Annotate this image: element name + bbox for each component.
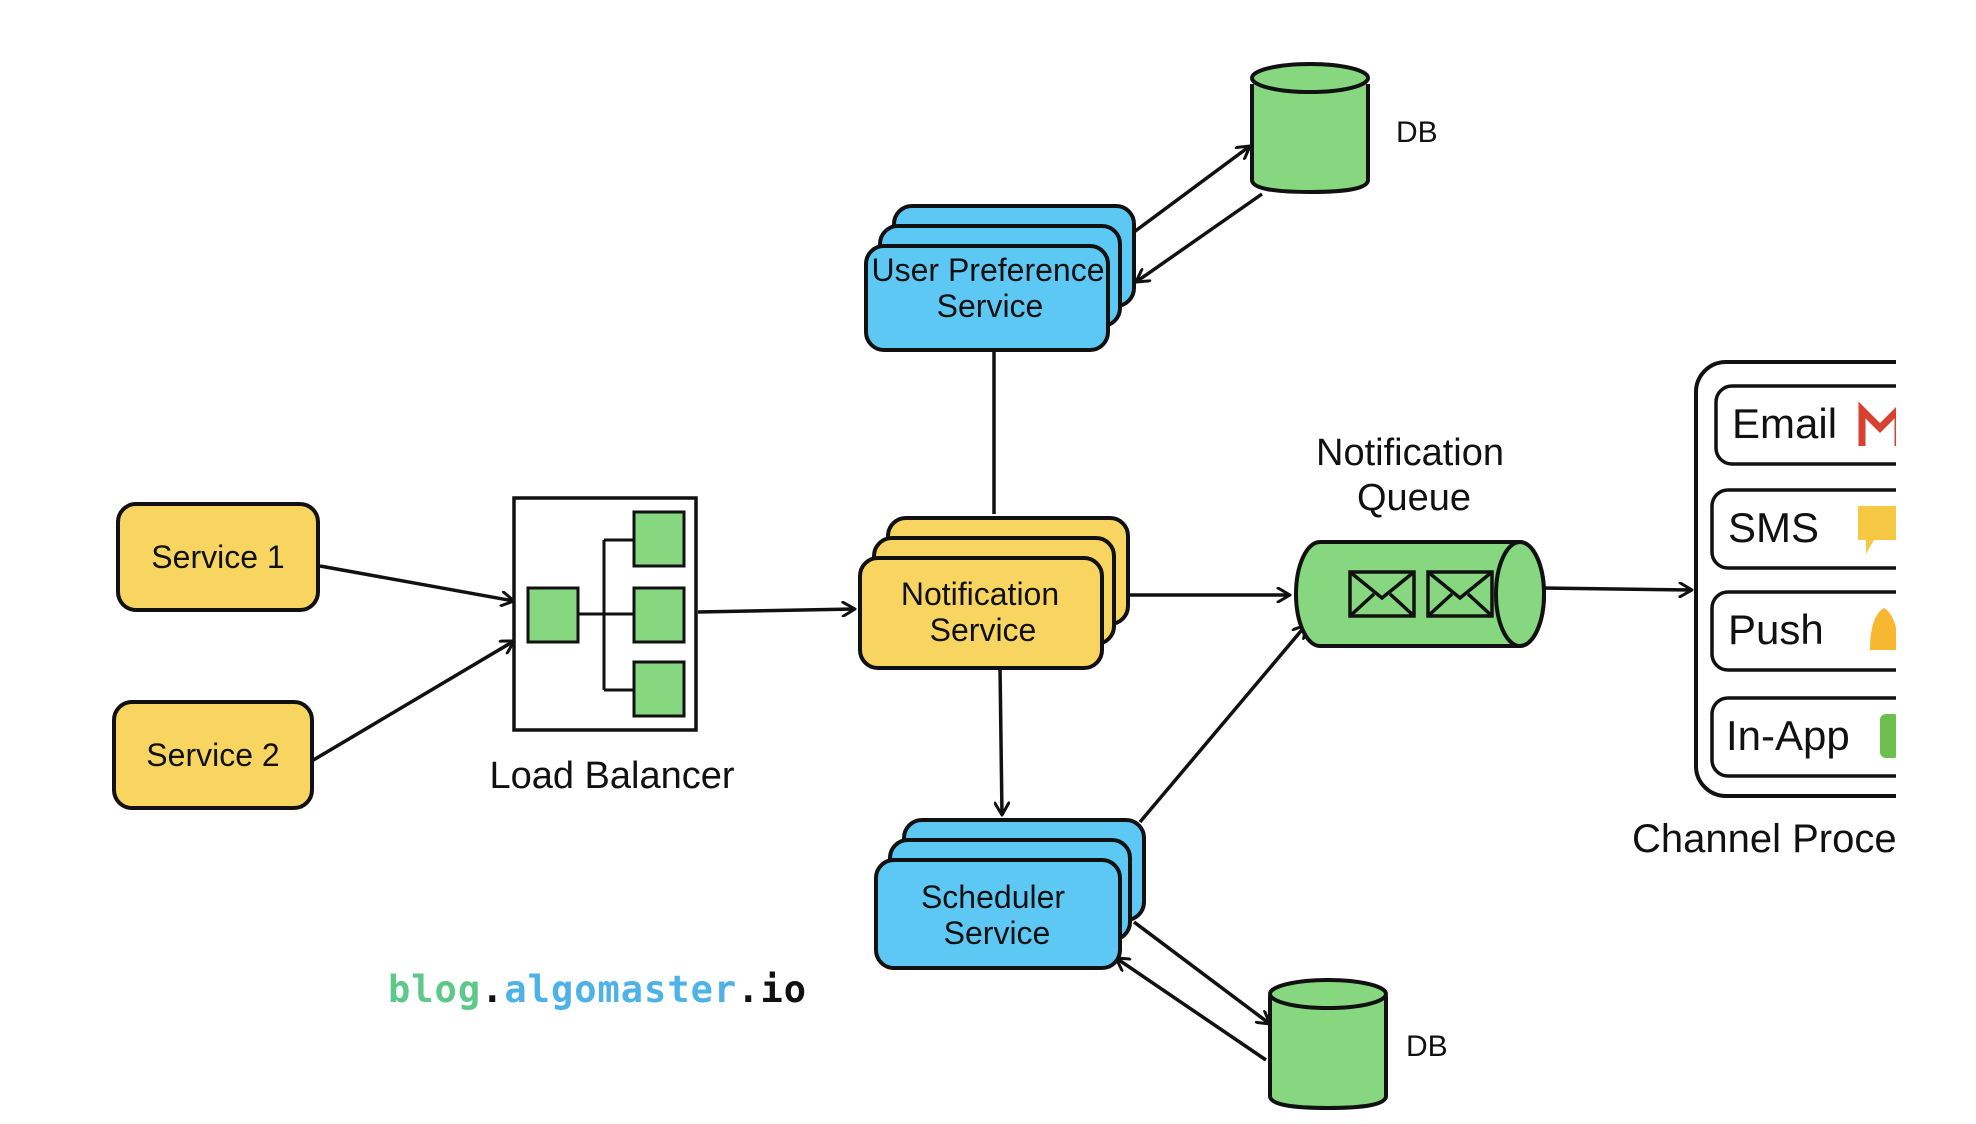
user-preference-label-line1: User Preference: [872, 252, 1105, 288]
channel-sms: SMS: [1710, 488, 1896, 570]
database-top: DB: [1250, 62, 1438, 195]
notification-queue-node: Notification Queue: [1294, 432, 1546, 648]
channel-push-label: Push: [1728, 606, 1824, 653]
scheduler-label-line1: Scheduler: [921, 879, 1065, 915]
arrow-userpref-to-db: [1132, 146, 1250, 234]
channel-in-app: In-App: [1710, 696, 1896, 778]
queue-label-line2: Queue: [1357, 477, 1471, 519]
channel-in-app-label: In-App: [1726, 712, 1850, 759]
envelope-icon: [1348, 570, 1416, 618]
service-2-label: Service 2: [146, 737, 279, 773]
arrow-service1-to-lb: [319, 564, 514, 601]
scheduler-service-node: Scheduler Service: [874, 818, 1146, 970]
bell-icon: [1870, 608, 1896, 650]
load-balancer-label: Load Balancer: [489, 755, 734, 797]
channel-processors-label: Channel Proce: [1632, 817, 1897, 861]
notification-service-label-line1: Notification: [901, 576, 1059, 612]
arrow-db-to-userpref: [1136, 192, 1264, 282]
watermark-algomaster: algomaster: [504, 968, 738, 1011]
envelope-icon: [1426, 570, 1494, 618]
arrow-service2-to-lb: [309, 639, 514, 764]
scheduler-label-line2: Service: [944, 915, 1051, 951]
arrow-scheduler-to-queue: [1138, 625, 1306, 824]
watermark-dot: .: [737, 968, 761, 1011]
watermark-blog: blog: [388, 968, 482, 1011]
gmail-icon: [1858, 401, 1896, 446]
service-1-label: Service 1: [151, 539, 284, 575]
service-1-node: Service 1: [116, 502, 320, 612]
channel-processors-node: Email SMS Push In-App Channel Proce: [1632, 360, 1897, 861]
arrow-db-to-scheduler: [1116, 958, 1267, 1062]
arrow-queue-to-channels: [1541, 588, 1692, 590]
arrow-scheduler-to-db: [1132, 920, 1270, 1024]
database-bottom: DB: [1268, 978, 1448, 1111]
channel-push: Push: [1710, 590, 1896, 672]
queue-label-line1: Notification: [1316, 432, 1504, 474]
watermark: blog.algomaster.io: [388, 968, 807, 1011]
watermark-dot: .: [481, 968, 505, 1011]
user-preference-label-line2: Service: [937, 288, 1044, 324]
channel-email: Email: [1714, 384, 1896, 466]
channel-email-label: Email: [1732, 400, 1837, 447]
android-icon: [1880, 714, 1896, 758]
channel-sms-label: SMS: [1728, 504, 1819, 551]
arrow-lb-to-notification: [697, 609, 855, 612]
notification-service-label-line2: Service: [930, 612, 1037, 648]
notification-service-node: Notification Service: [858, 516, 1130, 670]
watermark-io: io: [760, 968, 807, 1011]
db-top-label: DB: [1396, 116, 1438, 149]
user-preference-service-node: User Preference Service: [864, 204, 1136, 352]
arrow-notification-to-scheduler: [1000, 665, 1002, 815]
service-2-node: Service 2: [112, 700, 314, 810]
load-balancer-node: Load Balancer: [489, 496, 735, 797]
db-bottom-label: DB: [1406, 1030, 1448, 1063]
sms-icon: [1858, 506, 1896, 554]
